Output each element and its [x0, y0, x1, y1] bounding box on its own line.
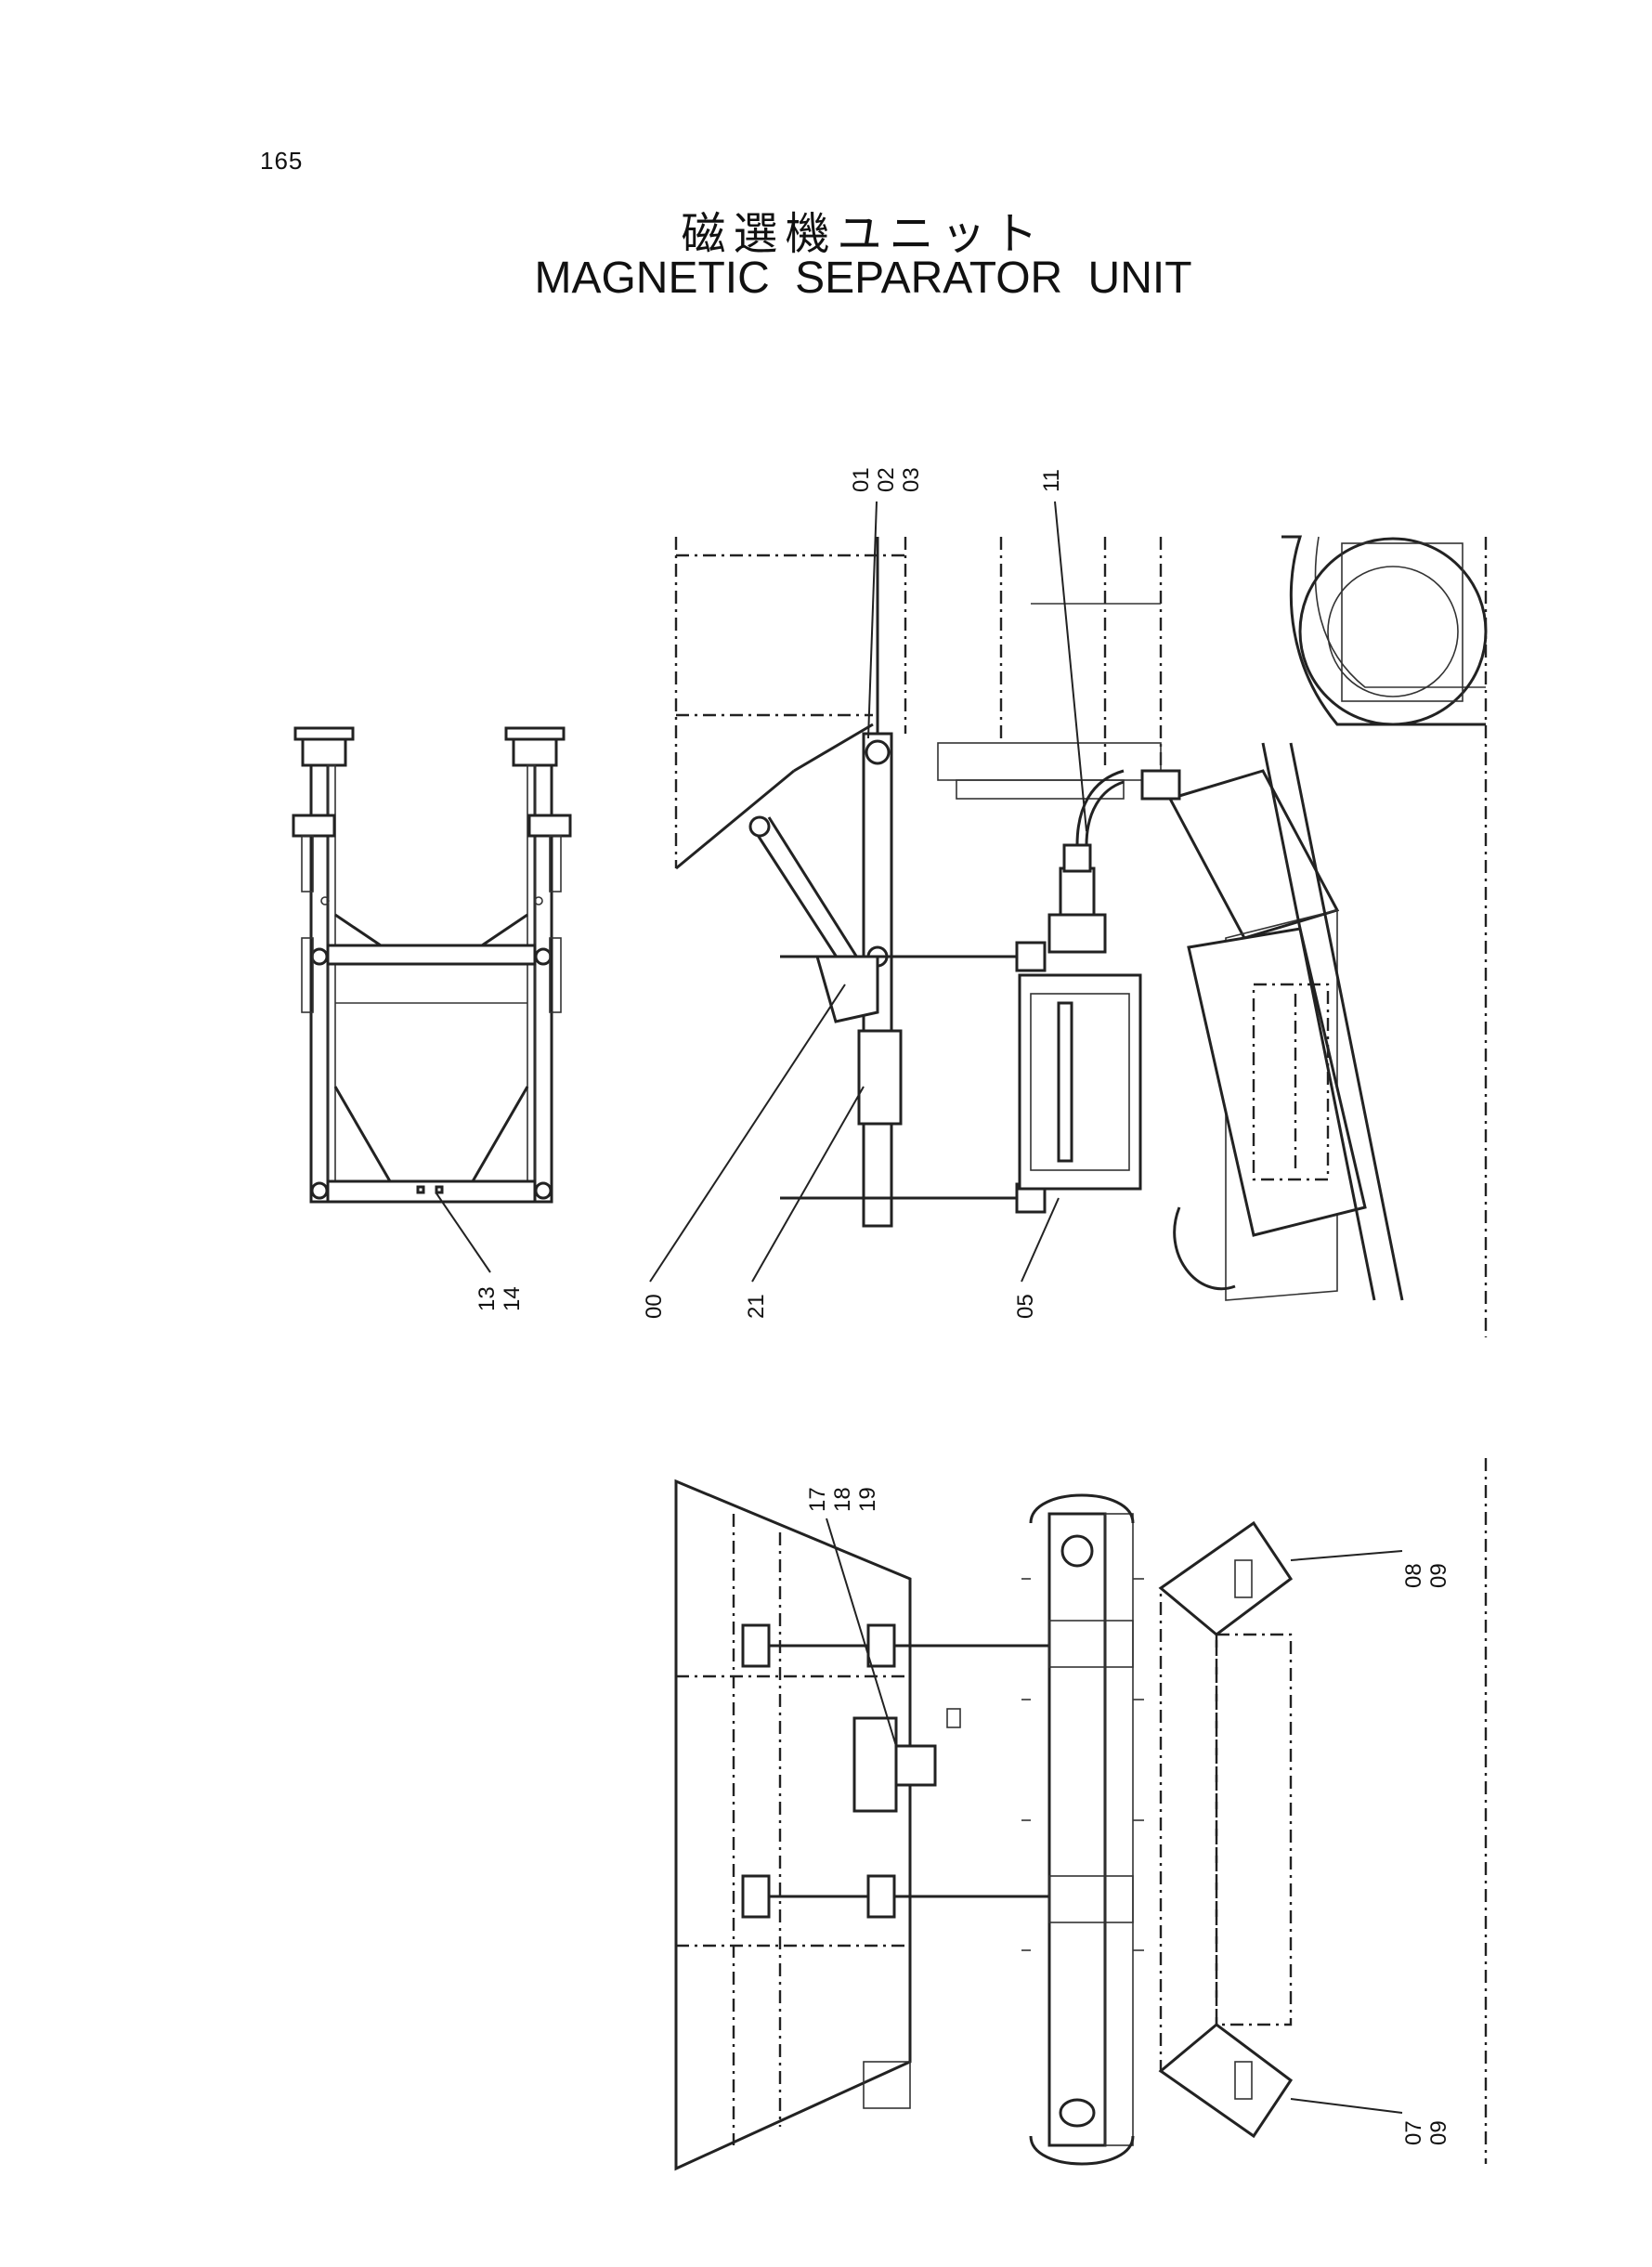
frame-view [292, 726, 572, 1204]
callout-leaders [436, 501, 1403, 2114]
side-view [674, 535, 1488, 1337]
callout-09-lower: 09 [1426, 2120, 1451, 2145]
callout-18: 18 [830, 1487, 855, 1512]
callout-09-upper: 09 [1426, 1563, 1451, 1588]
callout-00: 00 [642, 1294, 667, 1319]
bottom-view [674, 1458, 1488, 2171]
callout-01: 01 [849, 467, 874, 492]
page-title-japanese: 磁選機ユニット [681, 208, 1046, 260]
callout-21: 21 [744, 1294, 769, 1319]
callout-14: 14 [500, 1286, 525, 1311]
callout-17: 17 [805, 1487, 830, 1512]
callout-05: 05 [1013, 1294, 1038, 1319]
callout-02: 02 [874, 467, 899, 492]
callout-13: 13 [475, 1286, 500, 1311]
callout-11: 11 [1039, 469, 1064, 492]
callout-labels: 01 02 03 11 00 21 05 13 14 17 18 19 08 0… [475, 467, 1451, 2145]
callout-08: 08 [1401, 1563, 1426, 1588]
callout-03: 03 [899, 467, 924, 492]
callout-19: 19 [855, 1487, 880, 1512]
page-title-english: MAGNETIC SEPARATOR UNIT [534, 254, 1192, 303]
callout-07: 07 [1401, 2120, 1426, 2145]
page-number: 165 [260, 147, 304, 175]
